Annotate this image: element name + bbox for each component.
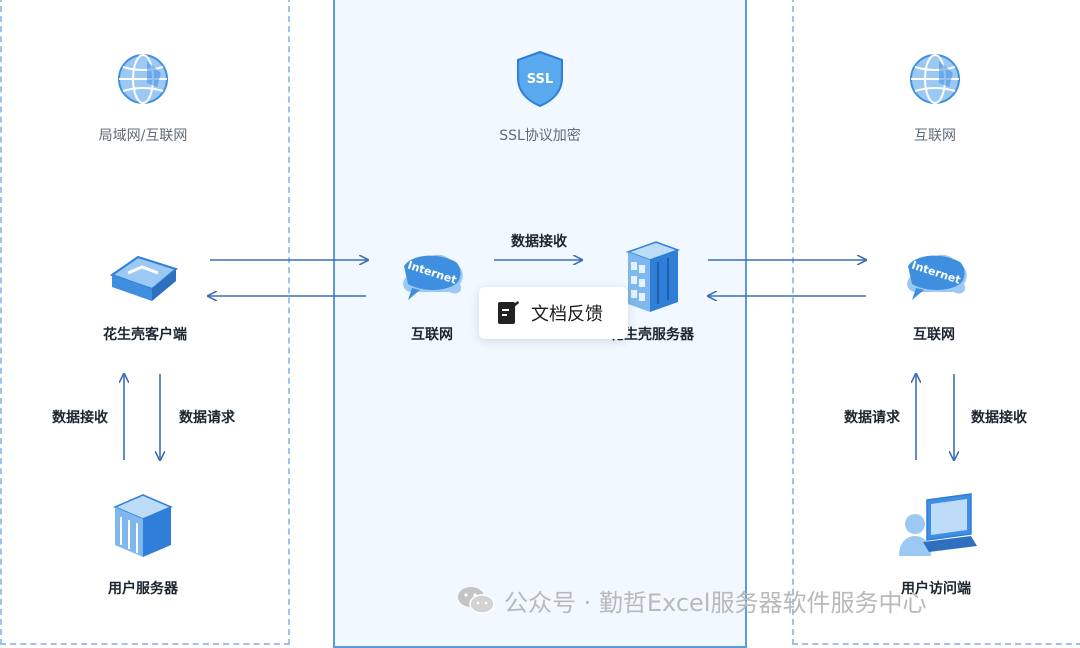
user-client-label: 用户访问端 [901, 581, 971, 597]
flow-label-left-up: 数据接收 [52, 410, 108, 426]
internet-left-label: 互联网 [411, 327, 453, 343]
feedback-note-icon [498, 301, 519, 324]
internet-cloud-icon-right: Internet [907, 254, 967, 300]
client-label: 花生壳客户端 [103, 327, 187, 343]
ssl-badge-text: SSL [527, 72, 553, 87]
flow-label-left-down: 数据请求 [179, 410, 235, 426]
internet-right-label: 互联网 [913, 327, 955, 343]
doc-feedback-label: 文档反馈 [531, 304, 603, 325]
watermark-text: 公众号 · 勤哲Excel服务器软件服务中心 [504, 588, 927, 617]
globe-icon-right [910, 54, 960, 104]
zone-right-label: 互联网 [914, 128, 956, 144]
zone-left-label: 局域网/互联网 [98, 128, 188, 144]
internet-cloud-icon-left: Internet [403, 254, 463, 300]
wechat-icon [458, 587, 495, 614]
zone-middle-label: SSL协议加密 [499, 128, 581, 144]
hsk-server-label: 花生壳服务器 [610, 327, 694, 343]
ssl-shield-icon: SSL [517, 50, 563, 108]
user-access-icon [899, 493, 977, 556]
globe-icon-left [118, 54, 168, 104]
user-server-label: 用户服务器 [108, 581, 178, 597]
doc-feedback-button[interactable]: 文档反馈 [479, 287, 628, 339]
flow-label-right-down: 数据接收 [971, 410, 1027, 426]
watermark: 公众号 · 勤哲Excel服务器软件服务中心 [456, 584, 927, 617]
flow-label-middle-top: 数据接收 [511, 234, 567, 250]
user-server-icon [113, 494, 173, 557]
client-device-icon [109, 255, 179, 301]
hsk-server-icon [625, 241, 681, 312]
flow-label-right-up: 数据请求 [844, 410, 900, 426]
